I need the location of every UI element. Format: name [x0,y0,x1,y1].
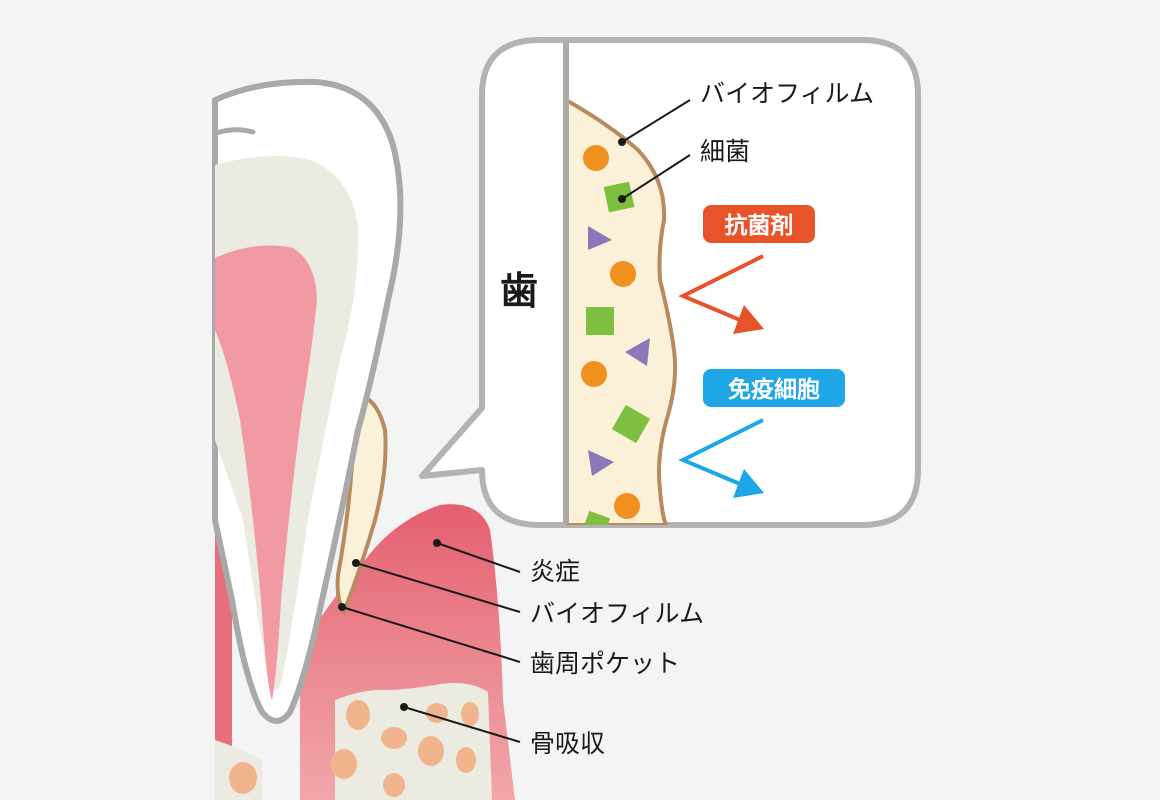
bone-dot [400,703,408,711]
alveolar-bone [215,683,492,800]
bacteria-callout-line [621,154,691,200]
inflammation-label: 炎症 [530,557,580,586]
biofilm-dot [352,559,360,567]
pulp [215,245,317,701]
biofilm-callout-dot [618,138,626,146]
antibacterial-arrow [678,254,764,322]
inset-bubble: 歯 バイオフィルム 細菌 抗菌剤 免疫細胞 [419,37,921,528]
inset-bacteria-label: 細菌 [700,137,750,166]
inflammation-dot [433,539,441,547]
immune-cell-label: 免疫細胞 [728,376,820,403]
biofilm-callout-line [621,99,691,143]
bacteria-callout-dot [618,195,626,203]
pocket-dot [338,603,346,611]
immune-cell-arrow [678,418,764,486]
inset-tooth-label: 歯 [500,269,538,313]
pocket-label: 歯周ポケット [530,649,680,678]
bone-resorption-label: 骨吸収 [530,729,605,758]
main-callouts: 炎症 バイオフィルム 歯周ポケット 骨吸収 [338,539,704,758]
bacteria-cluster [581,145,651,525]
immune-cell-pill [703,369,845,407]
main-biofilm-label: バイオフィルム [530,599,704,628]
enamel-highlight [213,127,256,136]
inset-biofilm-label: バイオフィルム [700,79,874,108]
antibacterial-label: 抗菌剤 [725,212,794,239]
antibacterial-pill [703,205,815,243]
tooth-cross-section [212,78,515,800]
